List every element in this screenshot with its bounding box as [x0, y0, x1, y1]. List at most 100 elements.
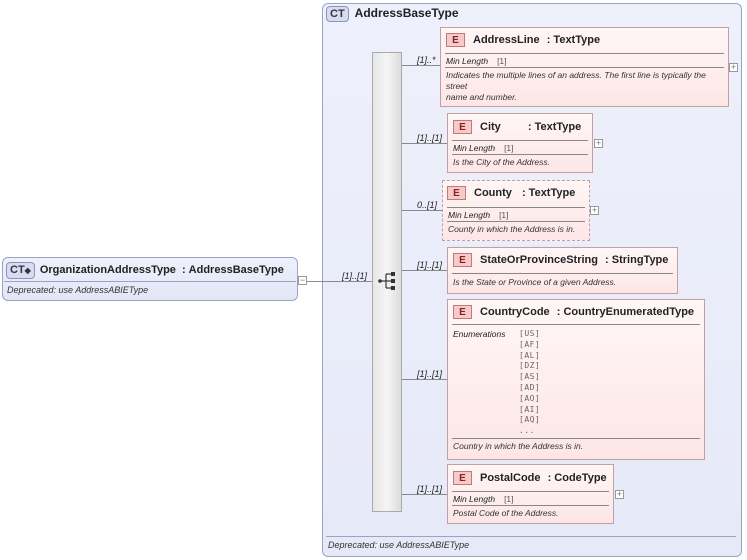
complex-type-footer-divider	[326, 536, 736, 537]
root-occurrence: [1]..[1]	[342, 271, 368, 281]
element-occurrence: [1]..[1]	[417, 260, 443, 270]
complex-type-footer: Deprecated: use AddressABIEType	[328, 540, 470, 550]
property-label: Min Length	[453, 494, 496, 504]
property-label: Min Length	[453, 143, 496, 153]
element-doc: Country in which the Address is in.	[453, 441, 584, 451]
element-type: : CountryEnumeratedType	[556, 305, 695, 318]
enum-value: [AQ]	[519, 415, 541, 425]
enum-value: [AF]	[519, 339, 541, 349]
element-divider	[452, 140, 588, 141]
root-type-name: OrganizationAddressType	[39, 264, 176, 276]
element-name: PostalCode	[480, 471, 541, 484]
element-connector	[402, 270, 447, 271]
element-occurrence: [1]..*	[417, 55, 436, 65]
property-label: Min Length	[446, 56, 489, 66]
element-connector	[402, 65, 440, 66]
root-type-title: CT◆ OrganizationAddressType :AddressBaseT…	[6, 262, 284, 279]
element-doc: Indicates the multiple lines of an addre…	[446, 70, 726, 103]
element-divider	[445, 53, 724, 54]
element-card-addressline[interactable]: E AddressLine : TextType Min Length [1] In…	[440, 27, 729, 107]
plus-icon[interactable]: +	[590, 205, 599, 215]
complex-type-title: CT AddressBaseType	[326, 6, 459, 22]
root-type-divider	[4, 281, 296, 282]
complex-type-arrow-icon: ◆	[24, 266, 31, 275]
enum-value: [AS]	[519, 372, 541, 382]
element-card-stateorprovincestring[interactable]: E StateOrProvinceString : StringType Is t…	[447, 247, 678, 294]
element-doc: Is the City of the Address.	[453, 157, 551, 167]
property-value: [1]	[504, 494, 514, 504]
complex-type-badge: CT	[326, 6, 349, 22]
element-divider	[452, 273, 673, 274]
element-badge: E	[446, 33, 465, 47]
element-occurrence: [1]..[1]	[417, 484, 443, 494]
element-property: Min Length [1]	[448, 210, 509, 220]
root-type-separator: :	[182, 264, 186, 276]
element-property: Min Length[1]	[453, 143, 514, 153]
enumeration-list: [US] [AF] [AL] [DZ] [AS] [AD] [AO] [AI] …	[519, 329, 540, 437]
element-connector	[402, 210, 442, 211]
element-title: E StateOrProvinceString : StringType	[453, 253, 668, 267]
element-connector	[402, 379, 448, 380]
sequence-compositor-icon	[378, 272, 395, 290]
enum-value: [DZ]	[519, 361, 541, 371]
element-title: E AddressLine : TextType	[446, 33, 600, 47]
enum-value: ...	[519, 426, 535, 436]
enum-value: [US]	[519, 329, 541, 338]
plus-icon[interactable]: +	[594, 138, 603, 148]
element-property: Min Length [1]	[446, 56, 507, 66]
element-badge: E	[453, 120, 472, 134]
element-doc: Postal Code of the Address.	[453, 508, 559, 518]
element-badge: E	[453, 471, 472, 485]
complex-type-name: AddressBaseType	[354, 6, 459, 20]
element-badge: E	[453, 253, 472, 267]
element-title: E City : TextType	[453, 120, 581, 134]
element-name: City	[480, 120, 501, 133]
element-divider	[447, 221, 585, 222]
element-divider	[452, 324, 700, 325]
root-type-base: AddressBaseType	[188, 264, 284, 276]
sequence-bar[interactable]	[372, 52, 402, 512]
element-name: StateOrProvinceString	[480, 253, 598, 266]
element-type: : TextType	[527, 120, 582, 133]
enum-value: [AI]	[519, 404, 541, 414]
enum-value: [AD]	[519, 382, 541, 392]
element-connector	[402, 143, 448, 144]
property-value: [1]	[499, 210, 509, 220]
element-property: Min Length [1]	[453, 494, 514, 504]
element-badge: E	[453, 305, 472, 319]
root-connector	[307, 281, 372, 282]
property-label: Min Length	[448, 210, 491, 220]
element-divider	[452, 505, 609, 506]
element-type: : TextType	[521, 186, 576, 199]
element-divider	[447, 207, 585, 208]
doc-line: street	[446, 81, 468, 91]
element-type: : StringType	[605, 253, 669, 266]
element-occurrence: 0..[1]	[417, 200, 438, 210]
element-divider	[445, 67, 724, 68]
element-name: CountryCode	[480, 305, 550, 318]
element-card-city[interactable]: E City : TextType Min Length[1] Is the Ci…	[447, 113, 593, 173]
minus-icon[interactable]: −	[298, 275, 307, 285]
element-doc: Is the State or Province of a given Addr…	[453, 277, 617, 287]
root-type-badge: CT◆	[6, 262, 35, 279]
element-divider	[452, 154, 588, 155]
element-title: E CountryCode : CountryEnumeratedType	[453, 305, 694, 319]
root-type-box[interactable]	[2, 257, 298, 301]
element-divider	[452, 438, 700, 439]
element-divider	[452, 491, 609, 492]
plus-icon[interactable]: +	[615, 489, 624, 499]
property-value: [1]	[497, 56, 507, 66]
element-badge: E	[447, 186, 466, 200]
element-occurrence: [1]..[1]	[417, 133, 443, 143]
doc-line: Indicates the multiple lines of an addre…	[446, 70, 706, 80]
plus-icon[interactable]: +	[729, 62, 738, 72]
element-type: : TextType	[546, 33, 601, 46]
enum-value: [AL]	[519, 350, 541, 360]
enum-value: [AO]	[519, 393, 541, 403]
element-name: AddressLine	[473, 33, 540, 46]
